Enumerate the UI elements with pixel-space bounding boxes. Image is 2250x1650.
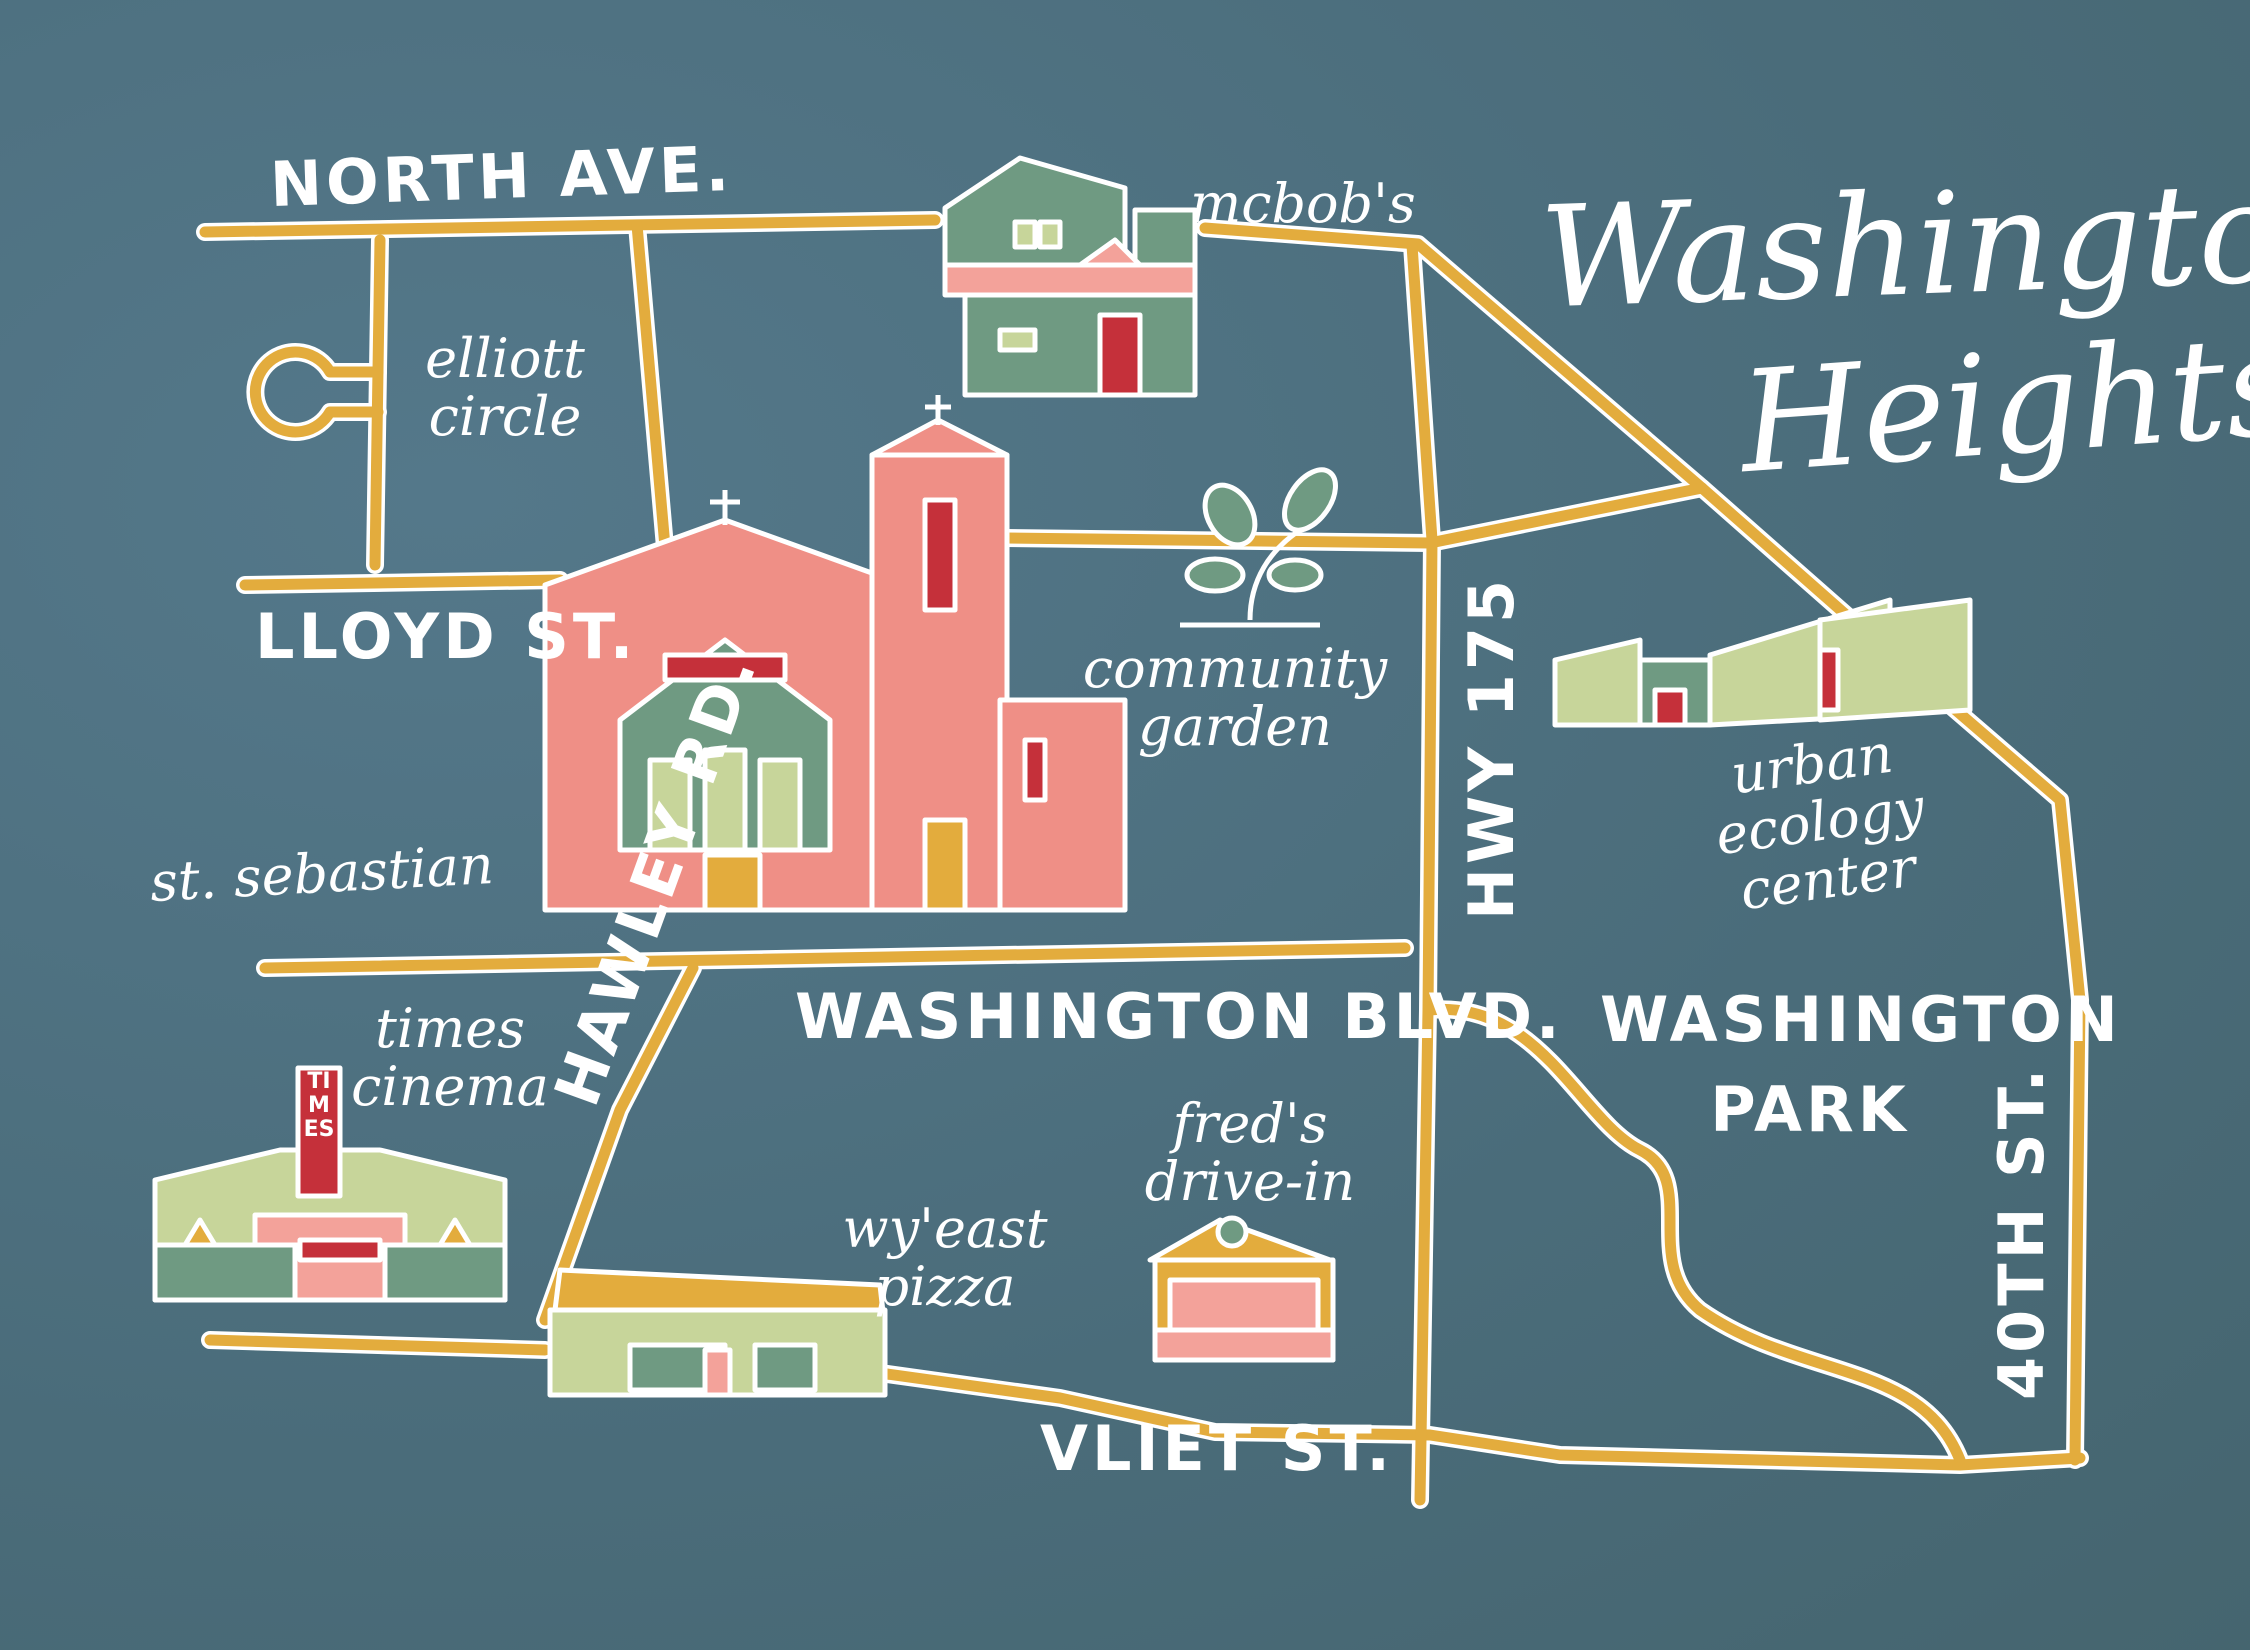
freds-drive-in-building — [1147, 1215, 1336, 1363]
elliott-circle-label: elliott circle — [425, 327, 585, 448]
mcbobs-building — [942, 155, 1198, 398]
times-cinema-building — [152, 1065, 508, 1303]
wy-east-pizza-label: wy'east pizza — [842, 1197, 1048, 1318]
map-title-line1: Washington — [1537, 148, 2250, 341]
community-garden-label: community garden — [1082, 637, 1388, 758]
urban-ecology-center-building — [1552, 597, 1973, 728]
lloyd-st-label: LLOYD ST. — [255, 600, 638, 673]
wy-east-pizza-building — [547, 1267, 888, 1398]
times-cinema-label: times cinema — [351, 997, 549, 1118]
map-title-line2: Heights — [1734, 303, 2250, 506]
st-sebastian-church — [542, 395, 1128, 913]
times-sign-text: TIMES — [303, 1069, 335, 1142]
washington-park-label: WASHINGTON PARK — [1600, 983, 2122, 1146]
mcbobs-label: mcbob's — [1190, 172, 1416, 235]
community-garden-sprout — [1180, 467, 1338, 628]
vliet-st-label: VLIET ST. — [1040, 1412, 1394, 1485]
hwy-175-label: HWY 175 — [1455, 575, 1528, 920]
freds-drive-in-label: fred's drive-in — [1144, 1092, 1356, 1213]
urban-ecology-center-label: urban ecology center — [1711, 721, 1929, 923]
washington-blvd-label: WASHINGTON BLVD. — [795, 980, 1564, 1053]
